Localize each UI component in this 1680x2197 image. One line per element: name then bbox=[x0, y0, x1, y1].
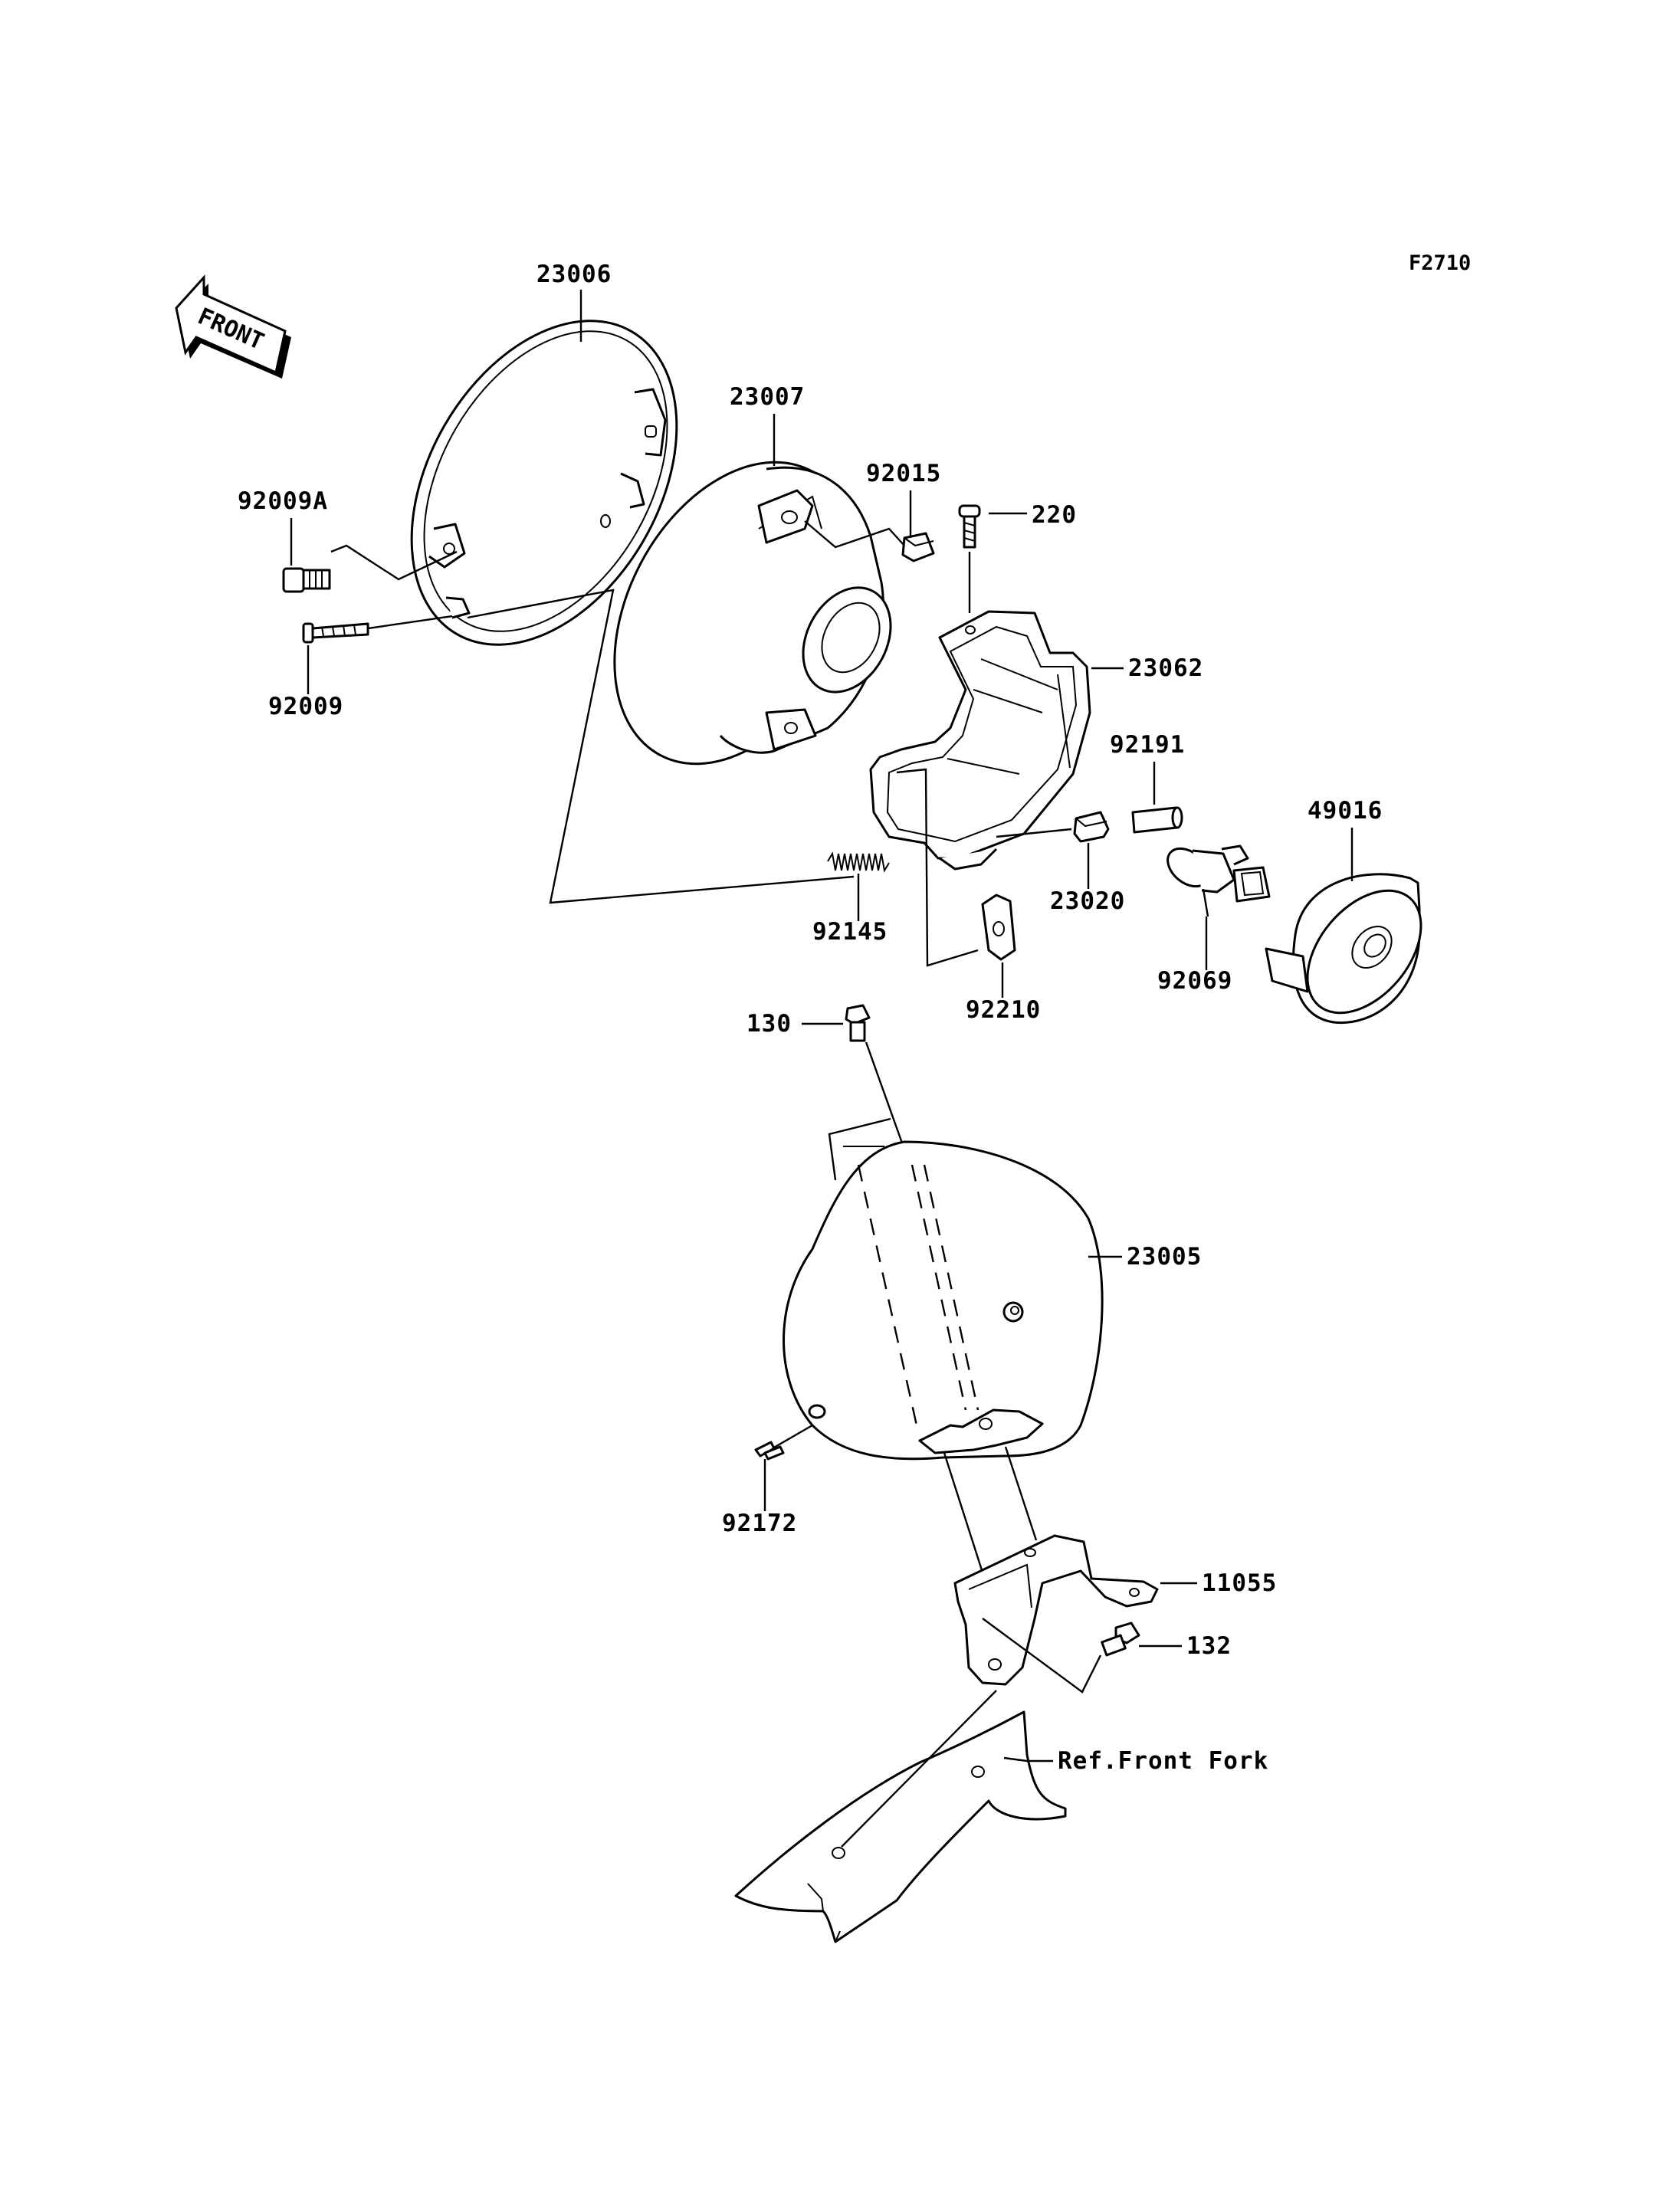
nut-92015 bbox=[901, 532, 935, 562]
part-label-92145: 92145 bbox=[812, 918, 888, 946]
collar-92191 bbox=[1131, 806, 1183, 834]
bolt-130 bbox=[845, 1004, 871, 1042]
part-label-23062: 23062 bbox=[1128, 654, 1203, 682]
plate-92210 bbox=[981, 894, 1016, 961]
part-label-92009A: 92009A bbox=[238, 487, 328, 515]
front-direction-arrow-icon: FRONT bbox=[175, 274, 291, 379]
ref-front-fork-label: Ref.Front Fork bbox=[1058, 1747, 1268, 1775]
screw-92009A bbox=[282, 567, 331, 593]
part-label-23006: 23006 bbox=[536, 261, 612, 288]
part-label-23020: 23020 bbox=[1050, 887, 1125, 915]
dust-cap-49016 bbox=[1265, 873, 1422, 1025]
bracket-11055 bbox=[943, 1446, 1159, 1686]
front-fork-reference-part bbox=[734, 1690, 1067, 1943]
bulb-92069 bbox=[1166, 844, 1271, 917]
part-label-92009: 92009 bbox=[268, 693, 343, 720]
part-label-130: 130 bbox=[746, 1010, 792, 1038]
part-label-92191: 92191 bbox=[1110, 731, 1185, 759]
headlight-unit-23007 bbox=[613, 461, 892, 766]
bolt-132 bbox=[1101, 1622, 1140, 1657]
rubber-23020 bbox=[1073, 811, 1110, 843]
part-label-23007: 23007 bbox=[730, 383, 805, 411]
screw-92172 bbox=[754, 1424, 813, 1461]
part-label-132: 132 bbox=[1186, 1632, 1232, 1660]
part-label-11055: 11055 bbox=[1202, 1569, 1277, 1597]
screw-220 bbox=[958, 504, 981, 549]
part-label-92172: 92172 bbox=[722, 1510, 797, 1537]
headlight-housing-23005 bbox=[783, 1117, 1104, 1461]
part-label-49016: 49016 bbox=[1308, 797, 1383, 825]
part-label-220: 220 bbox=[1032, 501, 1077, 529]
part-label-92069: 92069 bbox=[1157, 967, 1232, 995]
screw-92009 bbox=[302, 622, 369, 644]
figure-code: F2710 bbox=[1409, 251, 1471, 275]
part-label-23005: 23005 bbox=[1127, 1243, 1202, 1271]
part-label-92210: 92210 bbox=[966, 996, 1041, 1024]
spring-92145 bbox=[827, 851, 890, 873]
part-label-92015: 92015 bbox=[866, 460, 941, 487]
headlight-rim-23006 bbox=[410, 320, 678, 646]
